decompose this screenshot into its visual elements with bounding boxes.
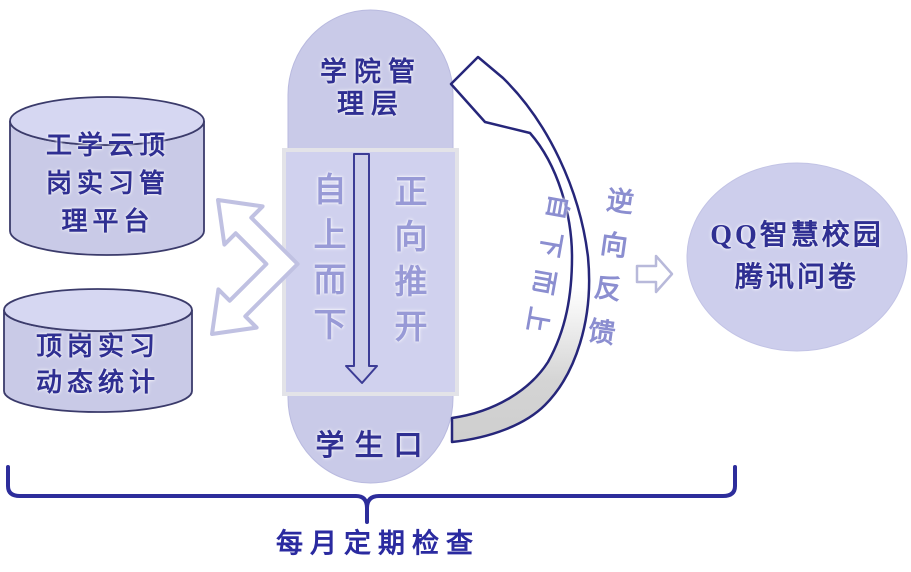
feedback-curved-arrow-icon (449, 55, 591, 444)
pillar-left-flow-label: 自上而下 (308, 172, 344, 352)
qq-platform-ellipse (686, 162, 908, 352)
pillar-right-flow-label: 正向推开 (389, 174, 425, 354)
right-arrow-icon (635, 254, 674, 294)
bottom-brace (6, 465, 737, 524)
database-2-label: 顶岗实习 动态统计 (35, 332, 160, 397)
pillar-middle-section (282, 148, 459, 396)
database-1-label: 工学云顶 岗实习管 理平台 (45, 131, 170, 236)
down-arrow-icon (345, 153, 378, 384)
pillar-top-label: 学院管 理层 (320, 57, 422, 119)
pillar-bottom-label: 学生口 (315, 430, 433, 462)
bottom-note-label: 每月定期检查 (276, 528, 480, 559)
bidirectional-arrow-icon (210, 198, 300, 336)
database-cylinder-2-top (3, 288, 193, 332)
qq-platform-label: QQ智慧校园 腾讯问卷 (710, 220, 884, 293)
database-cylinder-1-top (9, 96, 205, 146)
